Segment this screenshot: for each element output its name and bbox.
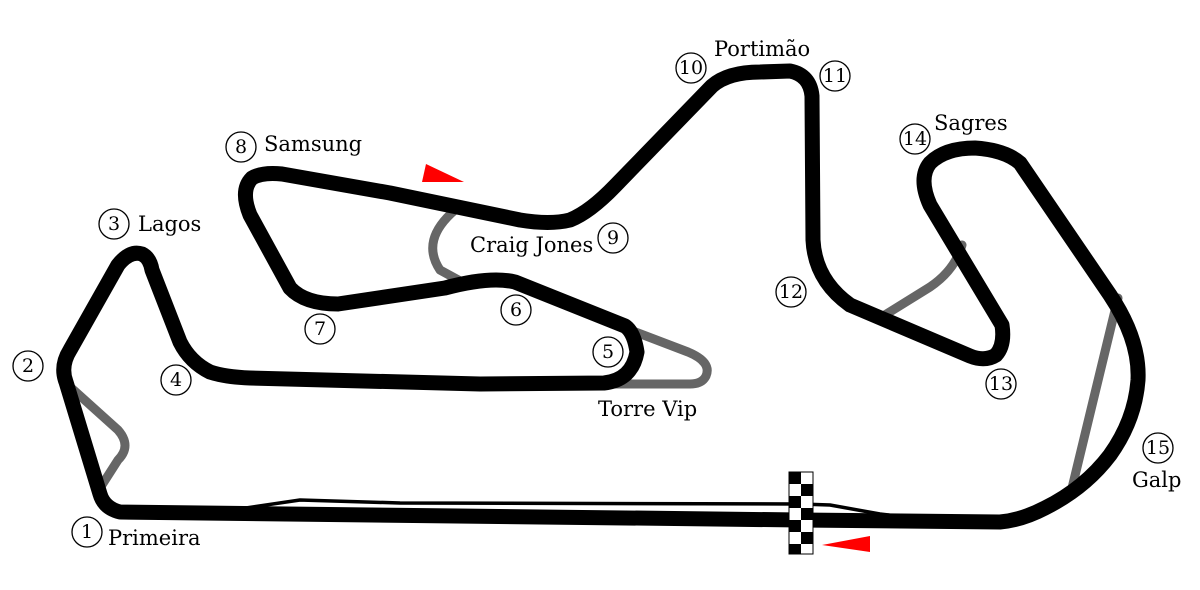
corner-number: 13: [989, 373, 1013, 395]
corner-marker-circle: [160, 364, 192, 396]
corner-number: 3: [108, 213, 120, 235]
corner-3: 3 Lagos: [98, 208, 201, 240]
corner-5: 5: [592, 336, 624, 368]
alt-section-turn2: [63, 380, 130, 490]
corner-marker-circle: [71, 516, 103, 548]
corner-marker-circle: [225, 131, 257, 163]
corner-marker-circle: [500, 294, 532, 326]
alt-section-torre-vip: [599, 323, 712, 389]
corner-marker-circle: [1142, 432, 1174, 464]
corner-marker-circle: [899, 123, 931, 155]
corner-marker-circle: [819, 60, 851, 92]
corner-10: 10: [675, 52, 707, 84]
corner-number: 2: [22, 355, 34, 377]
corner-11: 11: [819, 60, 851, 92]
corner-marker-circle: [98, 208, 130, 240]
corner-number: 4: [170, 369, 182, 391]
corner-name: Samsung: [264, 132, 362, 156]
corner-number: 15: [1146, 437, 1170, 459]
corner-4: 4: [160, 364, 192, 396]
corner-name: Primeira: [108, 526, 201, 550]
alt-section-sagres: [875, 240, 967, 323]
corner-marker-circle: [597, 222, 629, 254]
corner-name: Galp: [1132, 468, 1181, 492]
direction-arrow-icon: [422, 164, 464, 182]
corner-number: 1: [81, 521, 93, 543]
corner-number: 7: [314, 318, 326, 340]
corner-marker-circle: [675, 52, 707, 84]
corner-6: 6: [500, 294, 532, 326]
direction-arrow-icon: [822, 536, 870, 552]
checkered-flag-icon: [788, 471, 814, 555]
corner-number: 9: [607, 227, 619, 249]
label-craig-jones: Craig Jones: [470, 233, 593, 257]
alt-section-galp: [1067, 293, 1123, 493]
corner-name: Lagos: [138, 212, 201, 236]
corner-number: 8: [235, 136, 247, 158]
corner-8: 8 Samsung: [225, 131, 362, 163]
corner-13: 13: [985, 368, 1017, 400]
corner-12: 12: [775, 276, 807, 308]
corner-marker-circle: [12, 350, 44, 382]
corner-number: 5: [602, 341, 614, 363]
alt-section-craig-jones: [428, 205, 467, 287]
corner-number: 6: [510, 299, 522, 321]
label-portimao: Portimão: [714, 37, 810, 61]
corner-marker-circle: [775, 276, 807, 308]
corner-number: 14: [903, 128, 927, 150]
corner-14: 14 Sagres: [899, 111, 1008, 155]
corner-marker-circle: [985, 368, 1017, 400]
corner-number: 10: [679, 57, 703, 79]
corner-number: 11: [823, 65, 847, 87]
corner-marker-circle: [304, 313, 336, 345]
label-torre-vip: Torre Vip: [598, 397, 697, 421]
corner-1: 1 Primeira: [71, 516, 201, 550]
corner-marker-circle: [592, 336, 624, 368]
main-track: [56, 63, 1146, 530]
corner-number: 12: [779, 281, 803, 303]
corner-9: 9: [597, 222, 629, 254]
corner-name: Sagres: [934, 111, 1008, 135]
corner-2: 2: [12, 350, 44, 382]
corner-15: 15 Galp: [1132, 432, 1181, 492]
corner-7: 7: [304, 313, 336, 345]
